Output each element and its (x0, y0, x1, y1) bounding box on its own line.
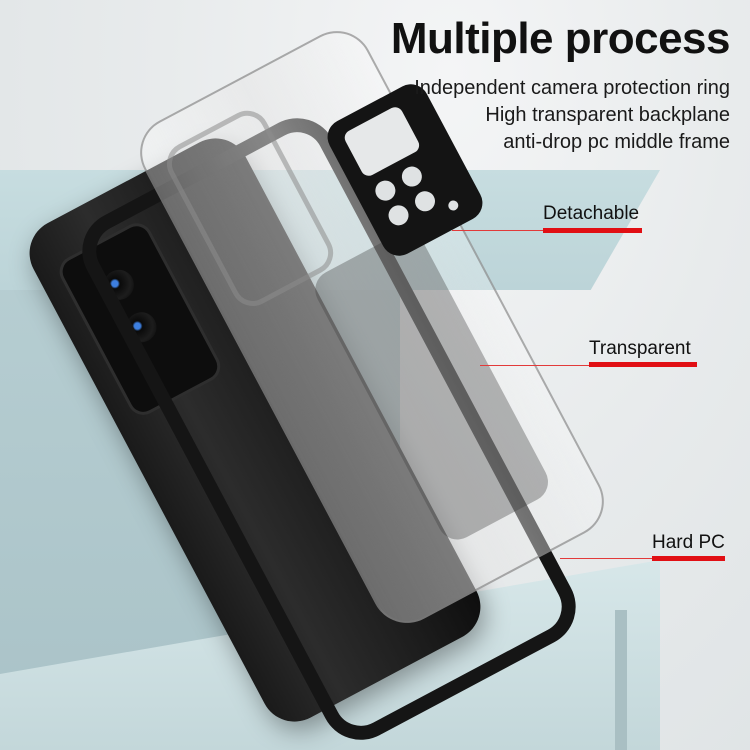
ring-lens-hole (411, 187, 439, 215)
feature-item: Independent camera protection ring (414, 77, 730, 99)
feature-item: High transparent backplane (485, 104, 730, 126)
ring-flash-hole (446, 198, 461, 213)
accent-underline (543, 228, 642, 233)
leader-line (480, 365, 697, 366)
ring-lens-hole (385, 201, 413, 229)
feature-item: anti-drop pc middle frame (503, 131, 730, 153)
accent-underline (652, 556, 725, 561)
callout-label: Detachable (543, 203, 640, 224)
ring-lens-hole (371, 177, 399, 205)
accent-underline (589, 362, 697, 367)
feature-list: Independent camera protection ring High … (414, 75, 730, 156)
page-title: Multiple process (390, 14, 731, 63)
pedestal-side (615, 610, 627, 750)
ring-lens-hole (398, 163, 426, 191)
callout-label: Transparent (589, 338, 691, 359)
callout-label: Hard PC (652, 532, 725, 553)
leader-line (560, 558, 724, 559)
